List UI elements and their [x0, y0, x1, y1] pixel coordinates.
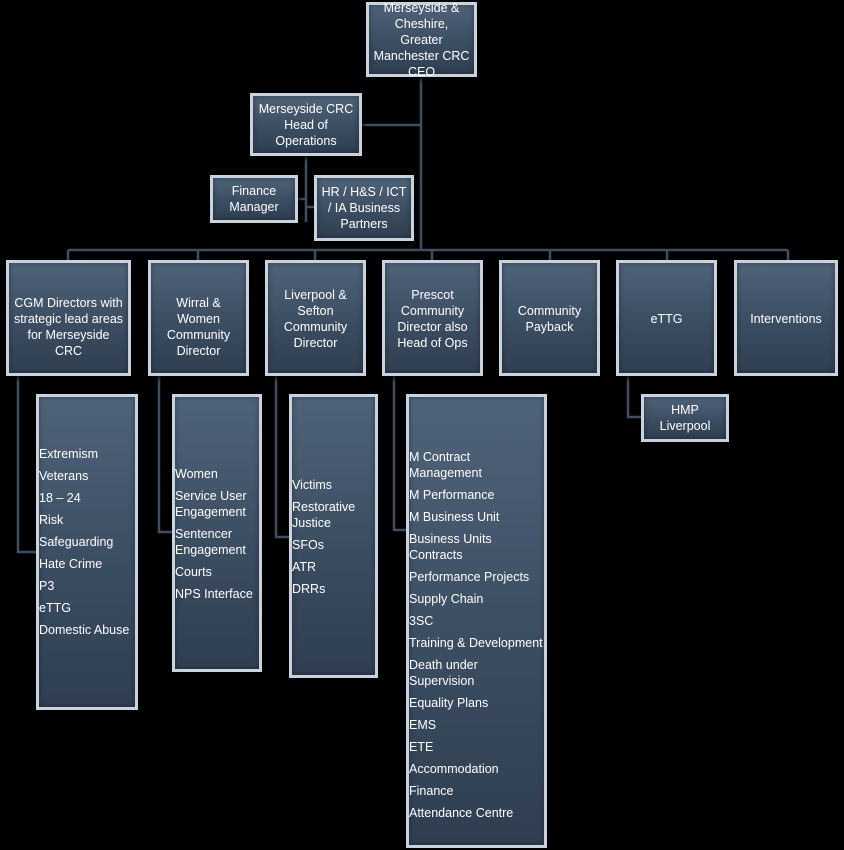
- list-item: Safeguarding: [39, 535, 114, 549]
- connector-director-drops: [66, 250, 790, 260]
- director-cgm-label: CGM Directors with strategic lead areas …: [13, 296, 124, 358]
- list-item: Supply Chain: [409, 592, 484, 606]
- list-item: M Business Unit: [409, 510, 500, 524]
- ceo-label: Merseyside & Cheshire, Greater Mancheste…: [373, 0, 470, 79]
- list-item: Attendance Centre: [409, 806, 514, 820]
- connector-cgm-list: [16, 375, 38, 554]
- list-item: Risk: [39, 513, 64, 527]
- head-of-operations-box: Merseyside CRC Head of Operations: [250, 93, 362, 156]
- list-item: Performance Projects: [409, 570, 530, 584]
- list-item: Veterans: [39, 469, 89, 483]
- list-item: Courts: [175, 565, 212, 579]
- business-partners-box: HR / H&S / ICT / IA Business Partners: [314, 175, 414, 241]
- list-item: P3: [39, 579, 55, 593]
- connector-liverpool-list: [274, 375, 291, 539]
- director-community-payback-label: Community Payback: [517, 304, 582, 334]
- director-wirral-box: Wirral & Women Community Director: [148, 260, 249, 376]
- director-ettg-box: eTTG: [616, 260, 717, 376]
- list-item: Training & Development: [409, 636, 543, 650]
- list-item: Victims: [292, 478, 333, 492]
- director-liverpool-label: Liverpool & Sefton Community Director: [283, 288, 348, 350]
- business-partners-label: HR / H&S / ICT / IA Business Partners: [321, 185, 407, 231]
- list-item: Death under Supervision: [409, 658, 478, 688]
- list-item: Extremism: [39, 447, 99, 461]
- list-item: ATR: [292, 560, 317, 574]
- list-item: Business Units Contracts: [409, 532, 492, 562]
- list-item: Domestic Abuse: [39, 623, 130, 637]
- list-item: Service User Engagement: [175, 489, 247, 519]
- director-prescot-box: Prescot Community Director also Head of …: [382, 260, 483, 376]
- connector-ettg-sub: [626, 375, 642, 419]
- list-item: M Contract Management: [409, 450, 482, 480]
- list-item: Accommodation: [409, 762, 499, 776]
- list-item: DRRs: [292, 582, 326, 596]
- connector-prescot-list: [392, 375, 408, 532]
- list-item: M Performance: [409, 488, 495, 502]
- connector-wirral-list: [157, 375, 174, 534]
- director-ettg-label: eTTG: [650, 312, 683, 326]
- ettg-hmp-liverpool-box: HMP Liverpool: [641, 394, 729, 442]
- director-liverpool-box: Liverpool & Sefton Community Director: [265, 260, 366, 376]
- list-item: Finance: [409, 784, 454, 798]
- list-item: eTTG: [39, 601, 71, 615]
- list-item: Women: [175, 467, 218, 481]
- list-item: EMS: [409, 718, 437, 732]
- director-cgm-box: CGM Directors with strategic lead areas …: [6, 260, 131, 376]
- list-item: SFOs: [292, 538, 324, 552]
- list-item: Restorative Justice: [292, 500, 356, 530]
- director-prescot-label: Prescot Community Director also Head of …: [397, 288, 468, 350]
- list-item: Hate Crime: [39, 557, 103, 571]
- list-item: ETE: [409, 740, 434, 754]
- list-item: 3SC: [409, 614, 434, 628]
- director-interventions-box: Interventions: [734, 260, 838, 376]
- finance-manager-label: Finance Manager: [229, 184, 279, 214]
- director-interventions-label: Interventions: [750, 312, 822, 326]
- list-item: Equality Plans: [409, 696, 489, 710]
- director-wirral-label: Wirral & Women Community Director: [166, 296, 231, 358]
- list-item: Sentencer Engagement: [175, 527, 246, 557]
- ettg-hmp-liverpool-label: HMP Liverpool: [659, 403, 711, 433]
- head-of-operations-label: Merseyside CRC Head of Operations: [258, 101, 354, 148]
- ceo-box: Merseyside & Cheshire, Greater Mancheste…: [366, 0, 477, 79]
- list-item: NPS Interface: [175, 587, 253, 601]
- finance-manager-box: Finance Manager: [210, 175, 298, 223]
- prescot-areas-list: M Contract Management M Performance M Busi…: [406, 394, 547, 848]
- list-item: 18 – 24: [39, 491, 81, 505]
- director-community-payback-box: Community Payback: [499, 260, 600, 376]
